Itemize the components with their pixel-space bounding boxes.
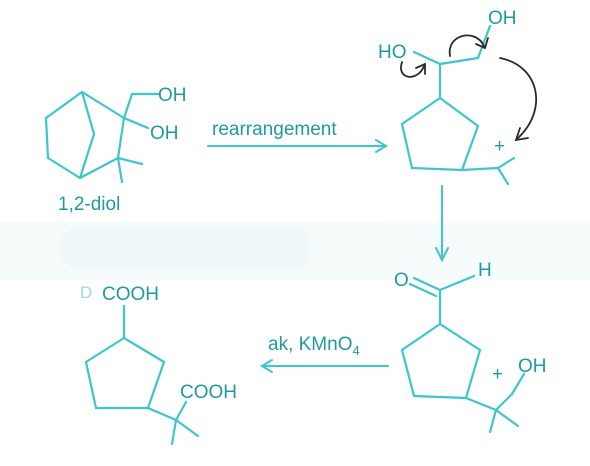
bond — [44, 90, 84, 120]
methyl-bond — [174, 418, 200, 438]
ring-bond — [84, 336, 126, 364]
rearrangement-arrow — [207, 139, 388, 153]
bond — [80, 90, 126, 120]
methyl-bond — [494, 408, 520, 428]
curved-arrow-bond-head — [475, 37, 489, 50]
oh-label-mid: OH — [150, 123, 179, 144]
reagent-subscript: 4 — [352, 343, 359, 358]
ring-bond — [400, 122, 414, 170]
bridge-bond — [78, 132, 96, 180]
bond-choh-ch2 — [438, 56, 480, 66]
methyl-bond — [170, 418, 178, 446]
reagent-main-text: ak, KMnO — [268, 334, 352, 355]
bond-to-quat — [146, 406, 178, 422]
bond — [44, 116, 50, 160]
bond-to-cation — [460, 166, 500, 172]
bond — [78, 156, 120, 180]
curved-arrow-o — [400, 61, 425, 78]
bond-ch2-oh — [476, 24, 492, 60]
bond-choh-ho — [412, 50, 442, 66]
curved-arrow-migrate-head — [514, 127, 529, 142]
h-label: H — [478, 260, 492, 281]
bond-c-double-o-2 — [408, 282, 438, 298]
ring-bond — [438, 322, 482, 352]
methyl-bond — [116, 156, 124, 184]
bond-to-ch2 — [122, 92, 134, 120]
aldehyde-molecule — [400, 274, 526, 434]
watermark-haze — [0, 222, 590, 280]
faded-glyph: D — [80, 283, 92, 302]
ring-bond — [84, 360, 98, 410]
bond-c-oh — [122, 116, 150, 130]
curved-arrow-o-head — [415, 62, 426, 75]
o-label: O — [394, 270, 409, 291]
methyl-bond — [488, 408, 498, 434]
ring-bond — [400, 322, 442, 352]
ring-bond — [146, 360, 166, 410]
methyl-bond — [496, 166, 510, 186]
curved-arrow-bond — [448, 34, 485, 57]
ring-bond — [400, 348, 416, 398]
bond-c-double-o — [412, 276, 442, 292]
oh-label-top: OH — [158, 85, 187, 106]
bond-quat-cooh — [174, 400, 188, 422]
curved-arrow-migrate — [499, 57, 538, 139]
diol-name-label: 1,2-diol — [58, 194, 120, 215]
curved-arrows — [400, 34, 538, 142]
carbocation-molecule — [400, 24, 516, 186]
ring-bond — [438, 96, 480, 128]
cooh-label-side: COOH — [180, 382, 237, 403]
methyl-bond — [116, 156, 144, 166]
bridge-bond — [80, 90, 96, 136]
ring-bond — [410, 166, 464, 172]
ho-label: HO — [378, 42, 407, 63]
ring-bond — [400, 96, 442, 126]
ring-bond — [412, 394, 468, 400]
down-arrow — [435, 185, 449, 263]
rearrangement-label: rearrangement — [212, 119, 337, 140]
bond-c-h — [438, 274, 476, 292]
ring-bond — [460, 124, 480, 172]
oxidation-arrow — [260, 359, 389, 373]
plus-sign-bottom: + — [492, 364, 503, 385]
oh-label-right-top: OH — [488, 8, 517, 29]
bond-ch2-oh — [510, 372, 526, 396]
cation-plus-sign: + — [494, 136, 505, 157]
bond-to-quat — [464, 396, 498, 412]
oh-label-bottom-right: OH — [518, 356, 547, 377]
bond-quat-ch2 — [494, 392, 514, 412]
diacid-molecule — [84, 304, 200, 446]
diol-molecule — [44, 90, 160, 184]
ring-bond — [122, 336, 166, 364]
bond — [116, 116, 126, 160]
methyl-bond — [496, 156, 516, 170]
reagent-label: ak, KMnO4 — [268, 334, 360, 358]
ring-bond — [464, 348, 482, 400]
bond — [46, 156, 82, 180]
cooh-label-top: COOH — [102, 284, 159, 305]
